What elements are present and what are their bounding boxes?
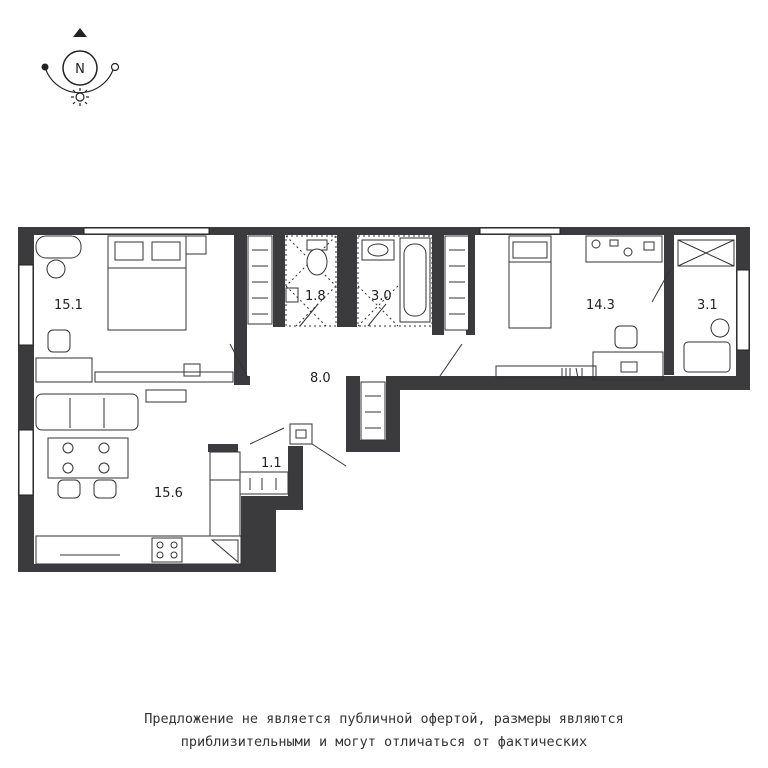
stool (46, 259, 66, 279)
door-swing (249, 427, 285, 445)
toilet-room (285, 235, 337, 327)
chair (93, 479, 117, 499)
tv-console (94, 371, 234, 383)
door-swing (367, 303, 387, 327)
room-area-bedroom-1: 15.1 (54, 298, 83, 313)
books (561, 367, 583, 379)
double-bed (107, 235, 187, 331)
window-kitchen-left (18, 429, 34, 496)
sun-icon (71, 88, 89, 106)
door-swing (299, 303, 319, 327)
kitchen-counter (35, 535, 242, 565)
desk-chair (47, 329, 71, 353)
bed-pillow (151, 241, 181, 261)
north-arrow-icon (73, 28, 87, 37)
desk (35, 357, 93, 383)
round-table (710, 318, 730, 338)
kitchen-living (35, 389, 242, 565)
bathtub-inner (403, 243, 427, 317)
bed-pillow (114, 241, 144, 261)
compass: N (41, 28, 120, 106)
desk (592, 351, 664, 381)
room-area-kitchen-living: 15.6 (154, 486, 183, 501)
bathroom (357, 235, 433, 327)
closet (677, 239, 735, 373)
room-area-toilet: 1.8 (305, 289, 326, 304)
shelf (495, 365, 597, 379)
door-swing (229, 343, 249, 379)
fridge (209, 451, 241, 481)
room-area-hallway: 8.0 (310, 371, 331, 386)
laptop (620, 361, 638, 373)
wardrobes (247, 235, 470, 441)
bedroom-2 (439, 235, 671, 381)
entrance-door-mat (289, 423, 313, 445)
stove (151, 537, 183, 563)
walls (18, 227, 750, 572)
room-area-storage: 1.1 (261, 456, 282, 471)
room-area-bathroom: 3.0 (371, 289, 392, 304)
bedroom-1 (35, 235, 249, 383)
vanity-table (35, 235, 82, 259)
toilet-bowl (306, 248, 328, 276)
wardrobe-right (444, 235, 470, 331)
sofa (35, 393, 139, 431)
sunset-dot (110, 62, 120, 72)
wardrobe-hall (360, 381, 386, 441)
hallway (249, 423, 347, 467)
single-bed (508, 235, 552, 329)
chair (57, 479, 81, 499)
room-area-closet: 3.1 (697, 298, 718, 313)
armchair (683, 341, 731, 373)
storage (239, 471, 289, 495)
door-swing (311, 443, 347, 467)
corner-sink (210, 539, 239, 564)
wardrobe-left (247, 235, 273, 325)
sink (361, 239, 395, 261)
desk-chair (614, 325, 638, 349)
bed-pillow (512, 241, 548, 259)
closet-shelf (677, 239, 735, 267)
window-bedroom-1-top (83, 227, 210, 235)
laptop (183, 363, 201, 377)
disclaimer-line-1: Предложение не является публичной оферто… (144, 711, 624, 727)
small-sink (285, 287, 299, 303)
coffee-table (145, 389, 187, 403)
play-rug (585, 235, 663, 263)
window-closet-right (736, 269, 750, 351)
disclaimer-line-2: приблизительными и могут отличаться от ф… (180, 734, 588, 750)
bathtub (399, 237, 431, 323)
door-swing (651, 269, 671, 303)
disclaimer: Предложение не является публичной оферто… (0, 708, 768, 754)
sink-counter (209, 479, 241, 537)
dining-table (47, 437, 129, 479)
door-swing (439, 343, 463, 377)
window-bedroom-1-left (18, 264, 34, 346)
room-area-bedroom-2: 14.3 (586, 298, 615, 313)
nightstand (185, 235, 207, 255)
compass-circle (62, 50, 98, 86)
window-bedroom-2-top (479, 227, 561, 235)
compass-north-label: N (75, 62, 85, 77)
sink-basin (367, 243, 389, 257)
windows (18, 227, 750, 496)
sunrise-dot (41, 63, 49, 71)
